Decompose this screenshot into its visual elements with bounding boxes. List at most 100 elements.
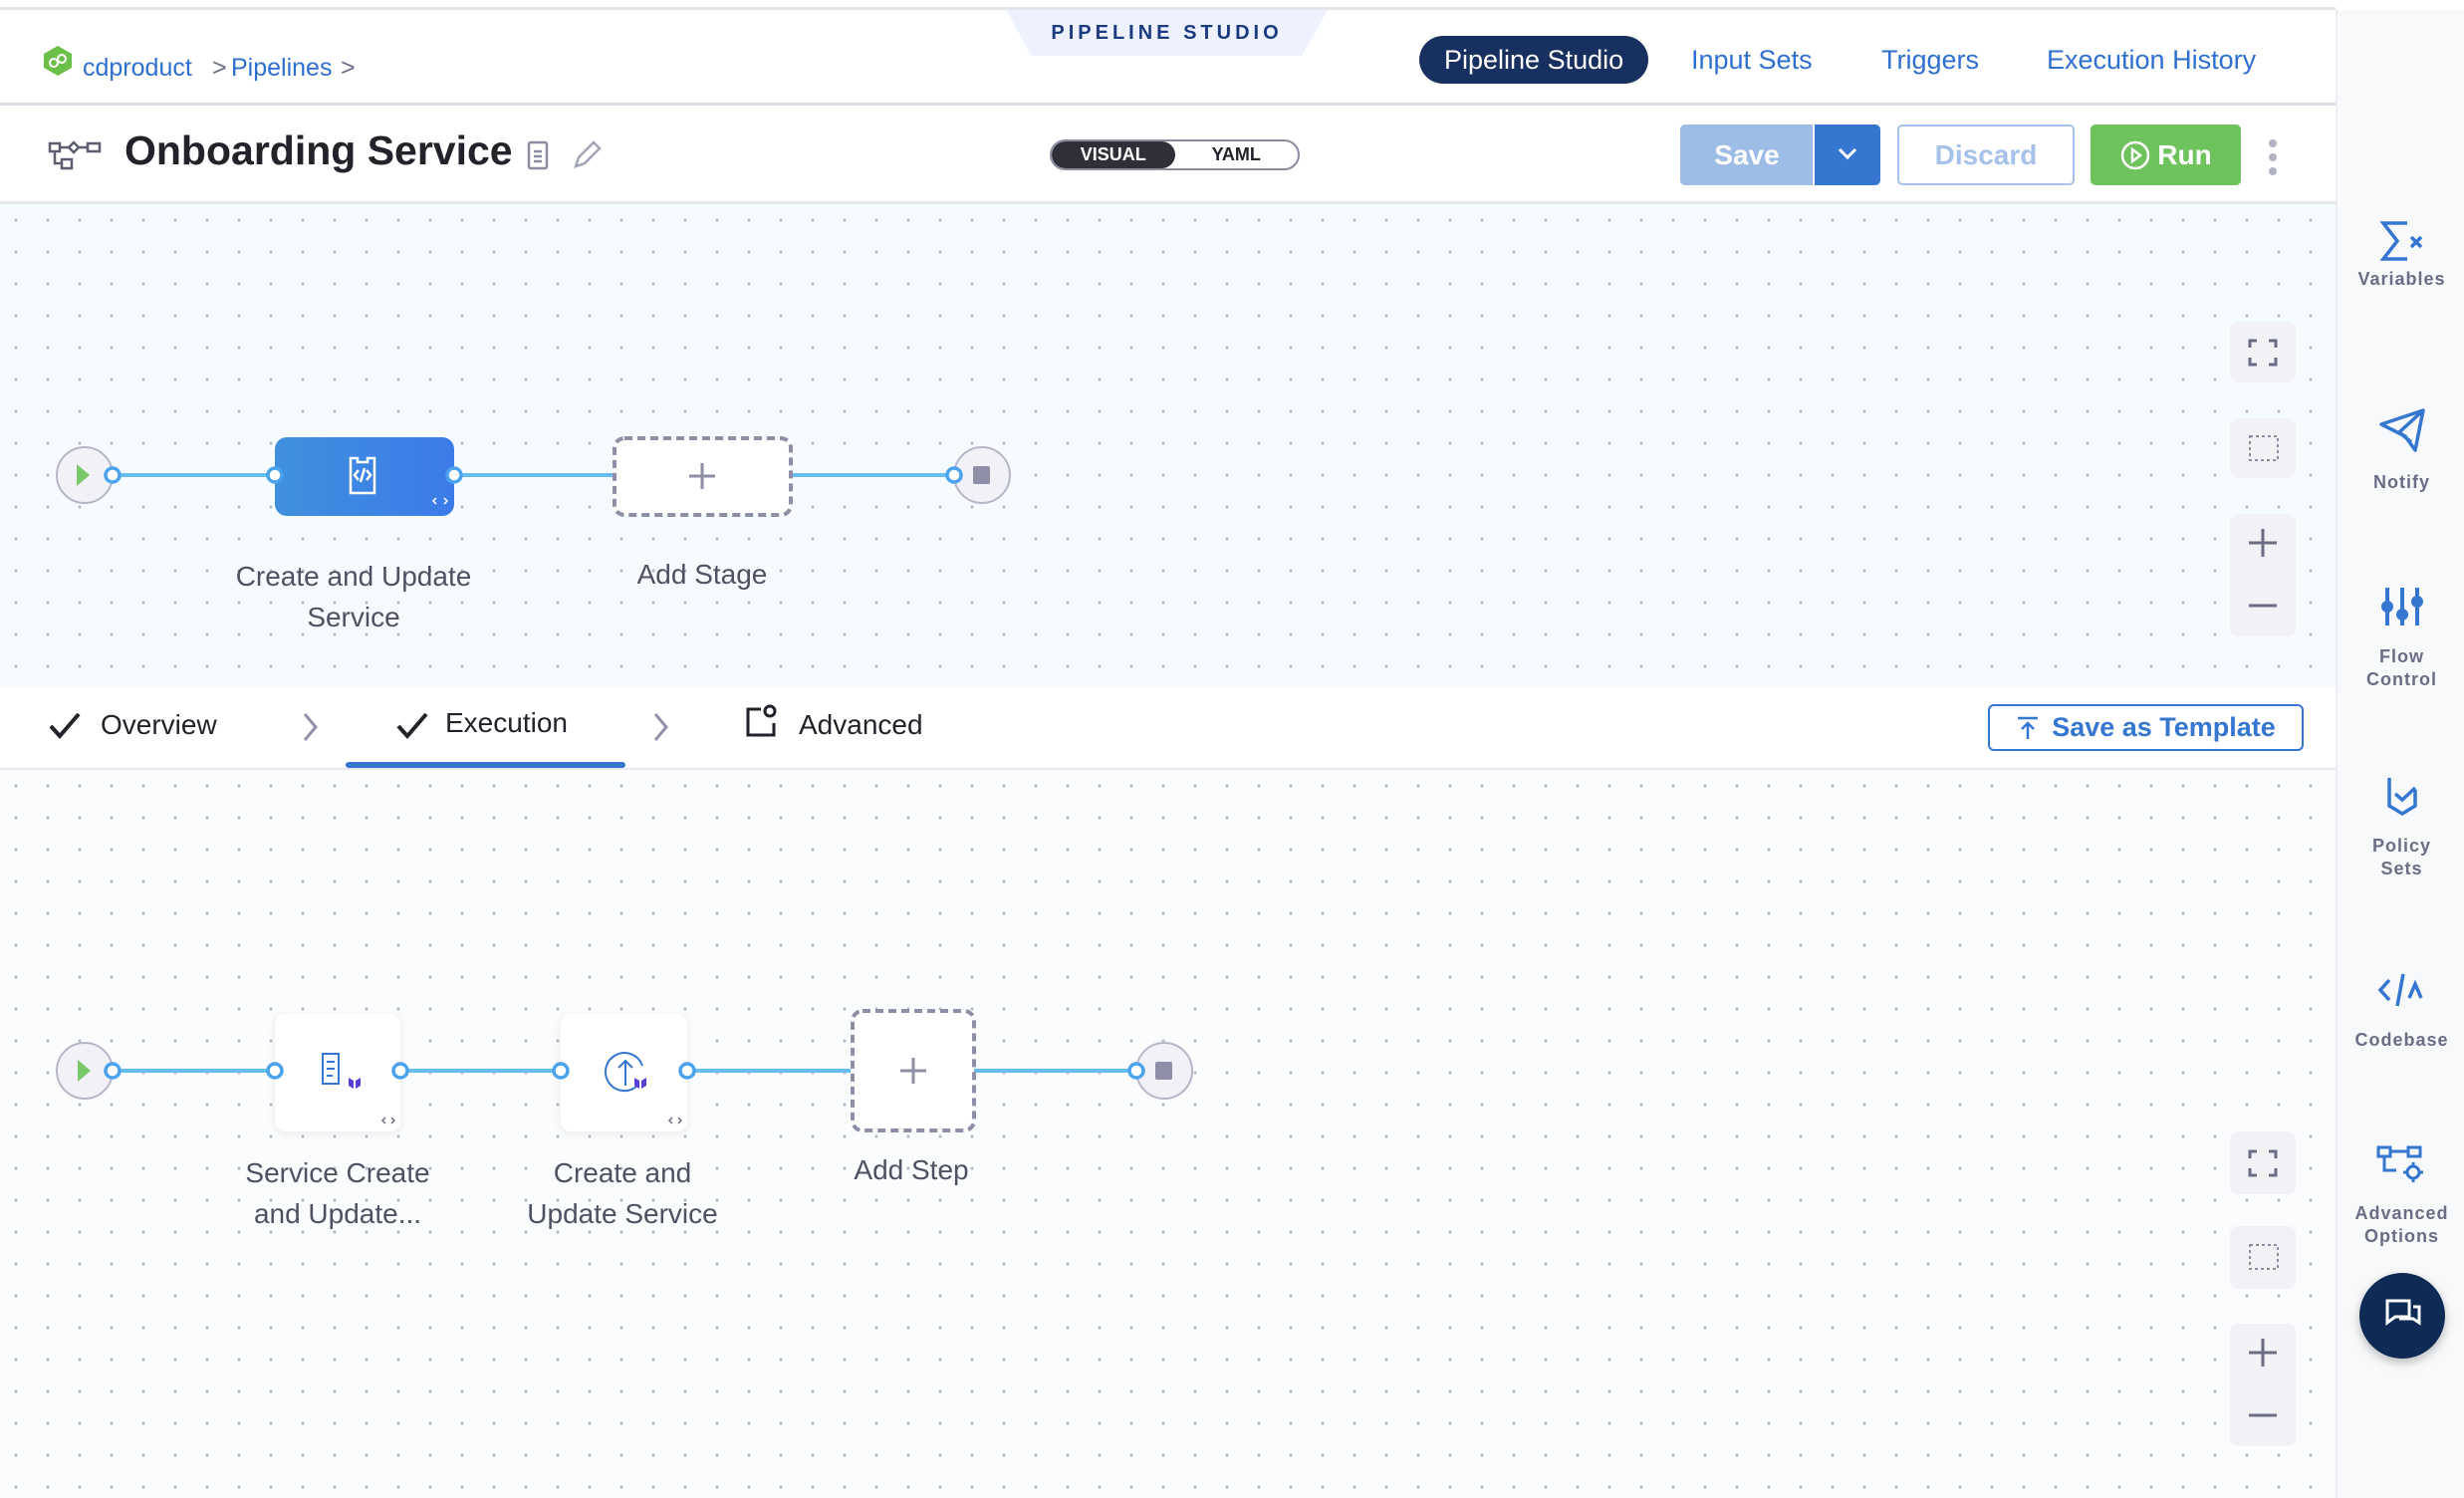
- tab-execution-history[interactable]: Execution History: [2047, 45, 2257, 75]
- shield-check-icon: [2386, 778, 2417, 817]
- connector-port-icon: [104, 1062, 1145, 1080]
- run-button[interactable]: Run: [2091, 125, 2241, 185]
- stage-canvas[interactable]: [0, 204, 2336, 687]
- visual-option[interactable]: VISUAL: [1052, 141, 1175, 168]
- page-title: Onboarding Service: [124, 127, 513, 173]
- sidebar-label: Policy: [2371, 836, 2432, 856]
- end-node-icon: [1135, 1042, 1193, 1100]
- step-label[interactable]: Service Create and Update...: [198, 1152, 477, 1234]
- step-label-line: and Update...: [253, 1198, 422, 1229]
- code-icon: [431, 497, 449, 505]
- more-options-icon[interactable]: [2265, 137, 2281, 177]
- terraform-apply-icon: [605, 1052, 646, 1093]
- sidebar-item-variables[interactable]: Variables: [2338, 219, 2464, 291]
- sidebar-label: Flow: [2379, 646, 2424, 666]
- sidebar-label: Sets: [2380, 859, 2423, 878]
- sidebar-item-codebase[interactable]: Codebase: [2338, 968, 2464, 1052]
- fit-to-screen-button[interactable]: [2230, 322, 2296, 382]
- variables-icon: [2378, 221, 2422, 261]
- stage-tabs: Overview Execution Advanced Save as Temp…: [0, 687, 2336, 770]
- check-icon: [396, 712, 428, 740]
- settings-flow-icon: [2376, 1145, 2423, 1182]
- upload-template-icon: [2018, 716, 2039, 739]
- discard-button[interactable]: Discard: [1897, 125, 2075, 185]
- breadcrumb-separator: >: [212, 54, 227, 82]
- zoom-controls: [2230, 1324, 2296, 1446]
- save-as-template-label: Save as Template: [2052, 712, 2276, 742]
- edit-pencil-icon[interactable]: [572, 138, 604, 170]
- execution-canvas[interactable]: [0, 770, 2336, 1498]
- add-step-label[interactable]: Add Step: [854, 1154, 969, 1185]
- sidebar-item-advanced-options[interactable]: Advanced Options: [2338, 1141, 2464, 1248]
- sidebar-item-policy-sets[interactable]: Policy Sets: [2338, 774, 2464, 880]
- check-icon: [49, 712, 81, 740]
- active-tab-underline: [346, 762, 625, 768]
- fullscreen-icon: [2248, 339, 2278, 367]
- tab-advanced[interactable]: Advanced: [799, 709, 923, 740]
- add-stage-label[interactable]: Add Stage: [636, 559, 768, 590]
- view-toggle[interactable]: VISUAL YAML: [1050, 139, 1300, 170]
- sliders-icon: [2380, 588, 2423, 625]
- zoom-in-icon[interactable]: [2249, 1339, 2277, 1367]
- select-area-button[interactable]: [2230, 1226, 2296, 1289]
- sidebar-label: Codebase: [2354, 1030, 2449, 1050]
- plus-icon: [689, 463, 715, 489]
- tab-triggers[interactable]: Triggers: [1881, 45, 1980, 75]
- tab-overview[interactable]: Overview: [101, 709, 217, 740]
- code-icon: [667, 1117, 683, 1124]
- sidebar-item-flow-control[interactable]: Flow Control: [2338, 585, 2464, 691]
- stage-graph: [56, 436, 1011, 517]
- advanced-settings-icon: [746, 704, 777, 737]
- stage-label[interactable]: Create and Update Service: [235, 561, 472, 632]
- save-as-template-button[interactable]: Save as Template: [1988, 704, 2304, 751]
- stage-node-create-and-update-service: [275, 437, 454, 516]
- top-border: [0, 0, 2336, 10]
- code-icon: [2377, 973, 2423, 1007]
- step-label-line: Service Create: [245, 1157, 430, 1188]
- chevron-right-icon: [653, 713, 668, 741]
- run-label: Run: [2157, 139, 2212, 170]
- connector-port-icon: [104, 466, 963, 484]
- tab-pipeline-studio[interactable]: Pipeline Studio: [1419, 36, 1649, 84]
- marquee-select-icon: [2249, 435, 2279, 461]
- org-logo-icon: [44, 46, 72, 76]
- zoom-in-icon[interactable]: [2249, 529, 2277, 557]
- description-icon[interactable]: [527, 140, 549, 170]
- play-circle-icon: [2121, 140, 2150, 169]
- chat-support-button[interactable]: [2359, 1273, 2445, 1359]
- code-icon: [380, 1117, 396, 1124]
- pipeline-icon: [48, 140, 102, 170]
- sidebar-label: Advanced: [2354, 1203, 2449, 1223]
- chevron-down-icon: [1838, 147, 1857, 160]
- save-dropdown-button[interactable]: [1813, 125, 1880, 185]
- zoom-controls: [2230, 514, 2296, 636]
- breadcrumb-pipelines[interactable]: Pipelines: [231, 54, 333, 82]
- fullscreen-icon: [2248, 1149, 2278, 1177]
- custom-stage-icon: [349, 456, 376, 495]
- sidebar-label: Control: [2366, 669, 2437, 689]
- sidebar-item-notify[interactable]: Notify: [2338, 406, 2464, 494]
- fit-to-screen-button[interactable]: [2230, 1131, 2296, 1194]
- plus-icon: [900, 1058, 926, 1084]
- tab-input-sets[interactable]: Input Sets: [1691, 45, 1813, 75]
- tab-execution[interactable]: Execution: [445, 707, 568, 738]
- select-area-button[interactable]: [2230, 418, 2296, 478]
- step-node-create-update-service: [561, 1014, 687, 1131]
- pipeline-studio-banner: PIPELINE STUDIO: [1006, 10, 1328, 56]
- breadcrumb-separator: >: [341, 54, 356, 82]
- sidebar-label: Variables: [2357, 269, 2446, 289]
- sidebar-label: Options: [2364, 1226, 2439, 1246]
- breadcrumb-org[interactable]: cdproduct: [83, 54, 192, 82]
- yaml-option[interactable]: YAML: [1211, 144, 1261, 164]
- chat-icon: [2385, 1299, 2421, 1326]
- sidebar-label: Notify: [2373, 472, 2430, 492]
- terraform-doc-icon: [322, 1053, 361, 1089]
- step-label-line: Create and: [553, 1157, 692, 1188]
- marquee-select-icon: [2249, 1244, 2279, 1270]
- execution-graph: [56, 1009, 1193, 1132]
- chevron-right-icon: [303, 713, 318, 741]
- right-sidebar: Variables Notify Flow Control Policy Set…: [2336, 10, 2464, 1498]
- send-icon: [2378, 408, 2425, 452]
- save-button[interactable]: Save: [1680, 125, 1814, 185]
